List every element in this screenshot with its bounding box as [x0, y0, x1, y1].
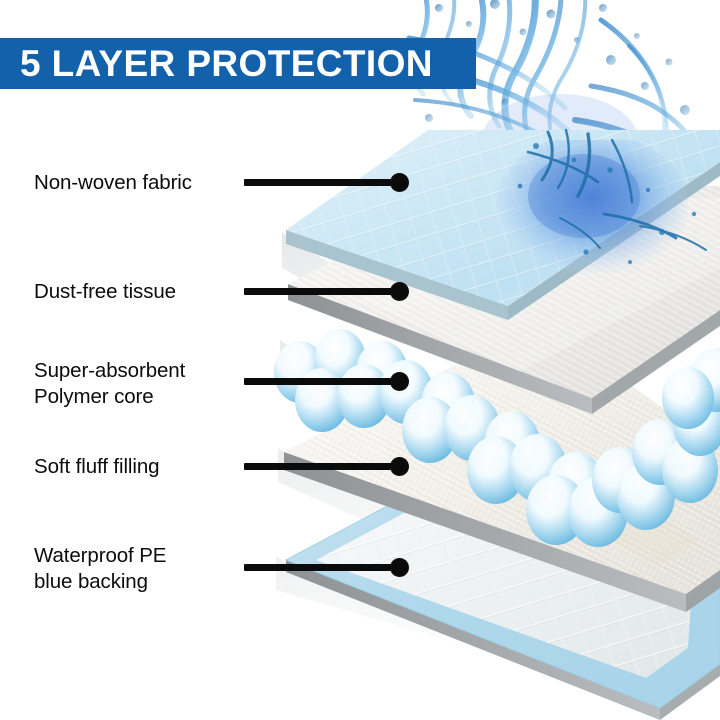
label-non-woven-fabric: Non-woven fabric — [34, 171, 192, 194]
leader-dot-4 — [390, 456, 409, 476]
label-waterproof-pe-blue-backing: Waterproof PE blue backing — [34, 544, 167, 593]
leader-line-2 — [244, 287, 400, 295]
page-title: 5 LAYER PROTECTION — [20, 43, 433, 84]
leader-dot-2 — [390, 281, 409, 301]
label-dust-free-tissue: Dust-free tissue — [34, 280, 176, 303]
label-super-absorbent-polymer-core: Super-absorbent Polymer core — [34, 359, 186, 408]
leader-line-4 — [244, 462, 400, 470]
leader-dot-5 — [390, 557, 409, 577]
leader-line-3 — [244, 377, 400, 385]
leader-line-5 — [244, 563, 400, 571]
header-banner: 5 LAYER PROTECTION — [0, 38, 476, 89]
leader-dot-1 — [390, 172, 409, 192]
leader-dot-3 — [390, 371, 409, 391]
sap-bead-row-right — [617, 348, 720, 530]
label-soft-fluff-filling: Soft fluff filling — [34, 455, 160, 478]
leader-line-1 — [244, 178, 400, 186]
